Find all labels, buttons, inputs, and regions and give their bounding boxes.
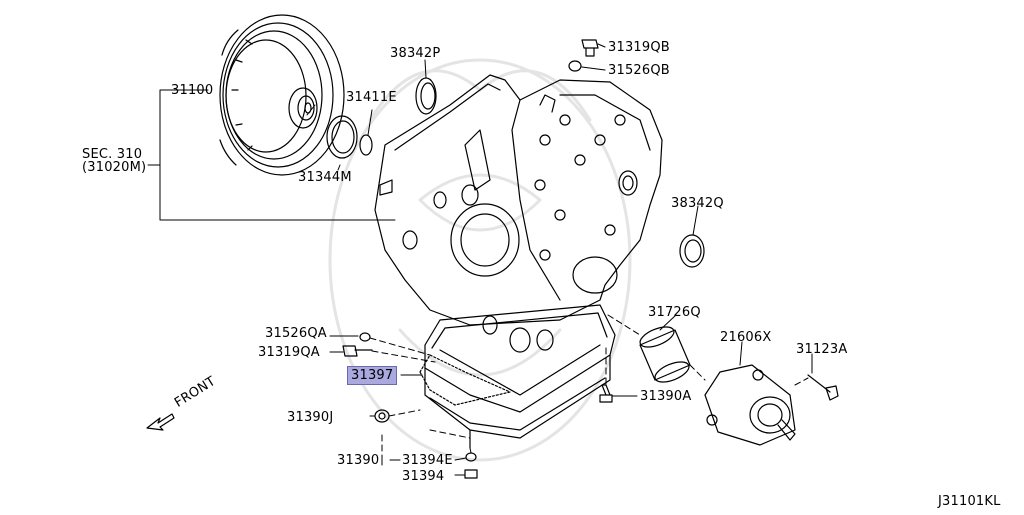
part-label-31123a: 31123A: [796, 342, 848, 357]
part-label-21606x: 21606X: [720, 330, 772, 345]
oil-pan: [424, 304, 616, 449]
bolt-31319qb: [581, 39, 599, 57]
part-label-31394e: 31394E: [402, 453, 453, 468]
part-label-31100: 31100: [171, 83, 214, 98]
oil-cooler: [704, 364, 796, 446]
sec-ref-line2: (31020M): [82, 160, 147, 175]
gasket-31397: [419, 354, 511, 406]
torque-converter: [219, 14, 345, 176]
dashed-guide-lines: [369, 314, 809, 456]
part-label-31397-highlighted[interactable]: 31397: [347, 366, 398, 385]
part-label-31526qb: 31526QB: [608, 63, 670, 78]
oil-filter: [639, 326, 691, 383]
part-label-31390: 31390: [337, 453, 380, 468]
o-ring-31411e: [359, 134, 373, 156]
seal-38342p: [415, 77, 437, 115]
part-label-31319qa: 31319QA: [258, 345, 320, 360]
sec-ref-line1: SEC. 310: [82, 147, 143, 162]
part-label-31390a: 31390A: [640, 389, 692, 404]
part-label-31726q: 31726Q: [648, 305, 701, 320]
plug-31394: [464, 469, 478, 479]
part-label-31411e: 31411E: [346, 90, 397, 105]
watermark-logo: [328, 58, 632, 462]
part-label-31526qa: 31526QA: [265, 326, 327, 341]
bolt-31123a: [807, 374, 839, 401]
part-label-31344m: 31344M: [298, 170, 352, 185]
washer-31526qa: [359, 332, 371, 342]
transaxle-case: [374, 74, 663, 353]
part-label-38342q: 38342Q: [671, 196, 724, 211]
bolt-31390a: [599, 384, 613, 403]
seal-38342q: [679, 234, 705, 268]
washer-31526qb: [568, 60, 582, 72]
leader-lines: [147, 43, 813, 476]
part-label-38342p: 38342P: [390, 46, 441, 61]
bolt-31319qa: [342, 345, 373, 357]
part-label-31390j: 31390J: [287, 410, 334, 425]
part-label-31319qb: 31319QB: [608, 40, 670, 55]
part-label-31394: 31394: [402, 469, 445, 484]
seal-31344m: [326, 115, 358, 159]
front-arrow: [146, 413, 175, 431]
diagram-code: J31101KL: [938, 494, 1001, 509]
